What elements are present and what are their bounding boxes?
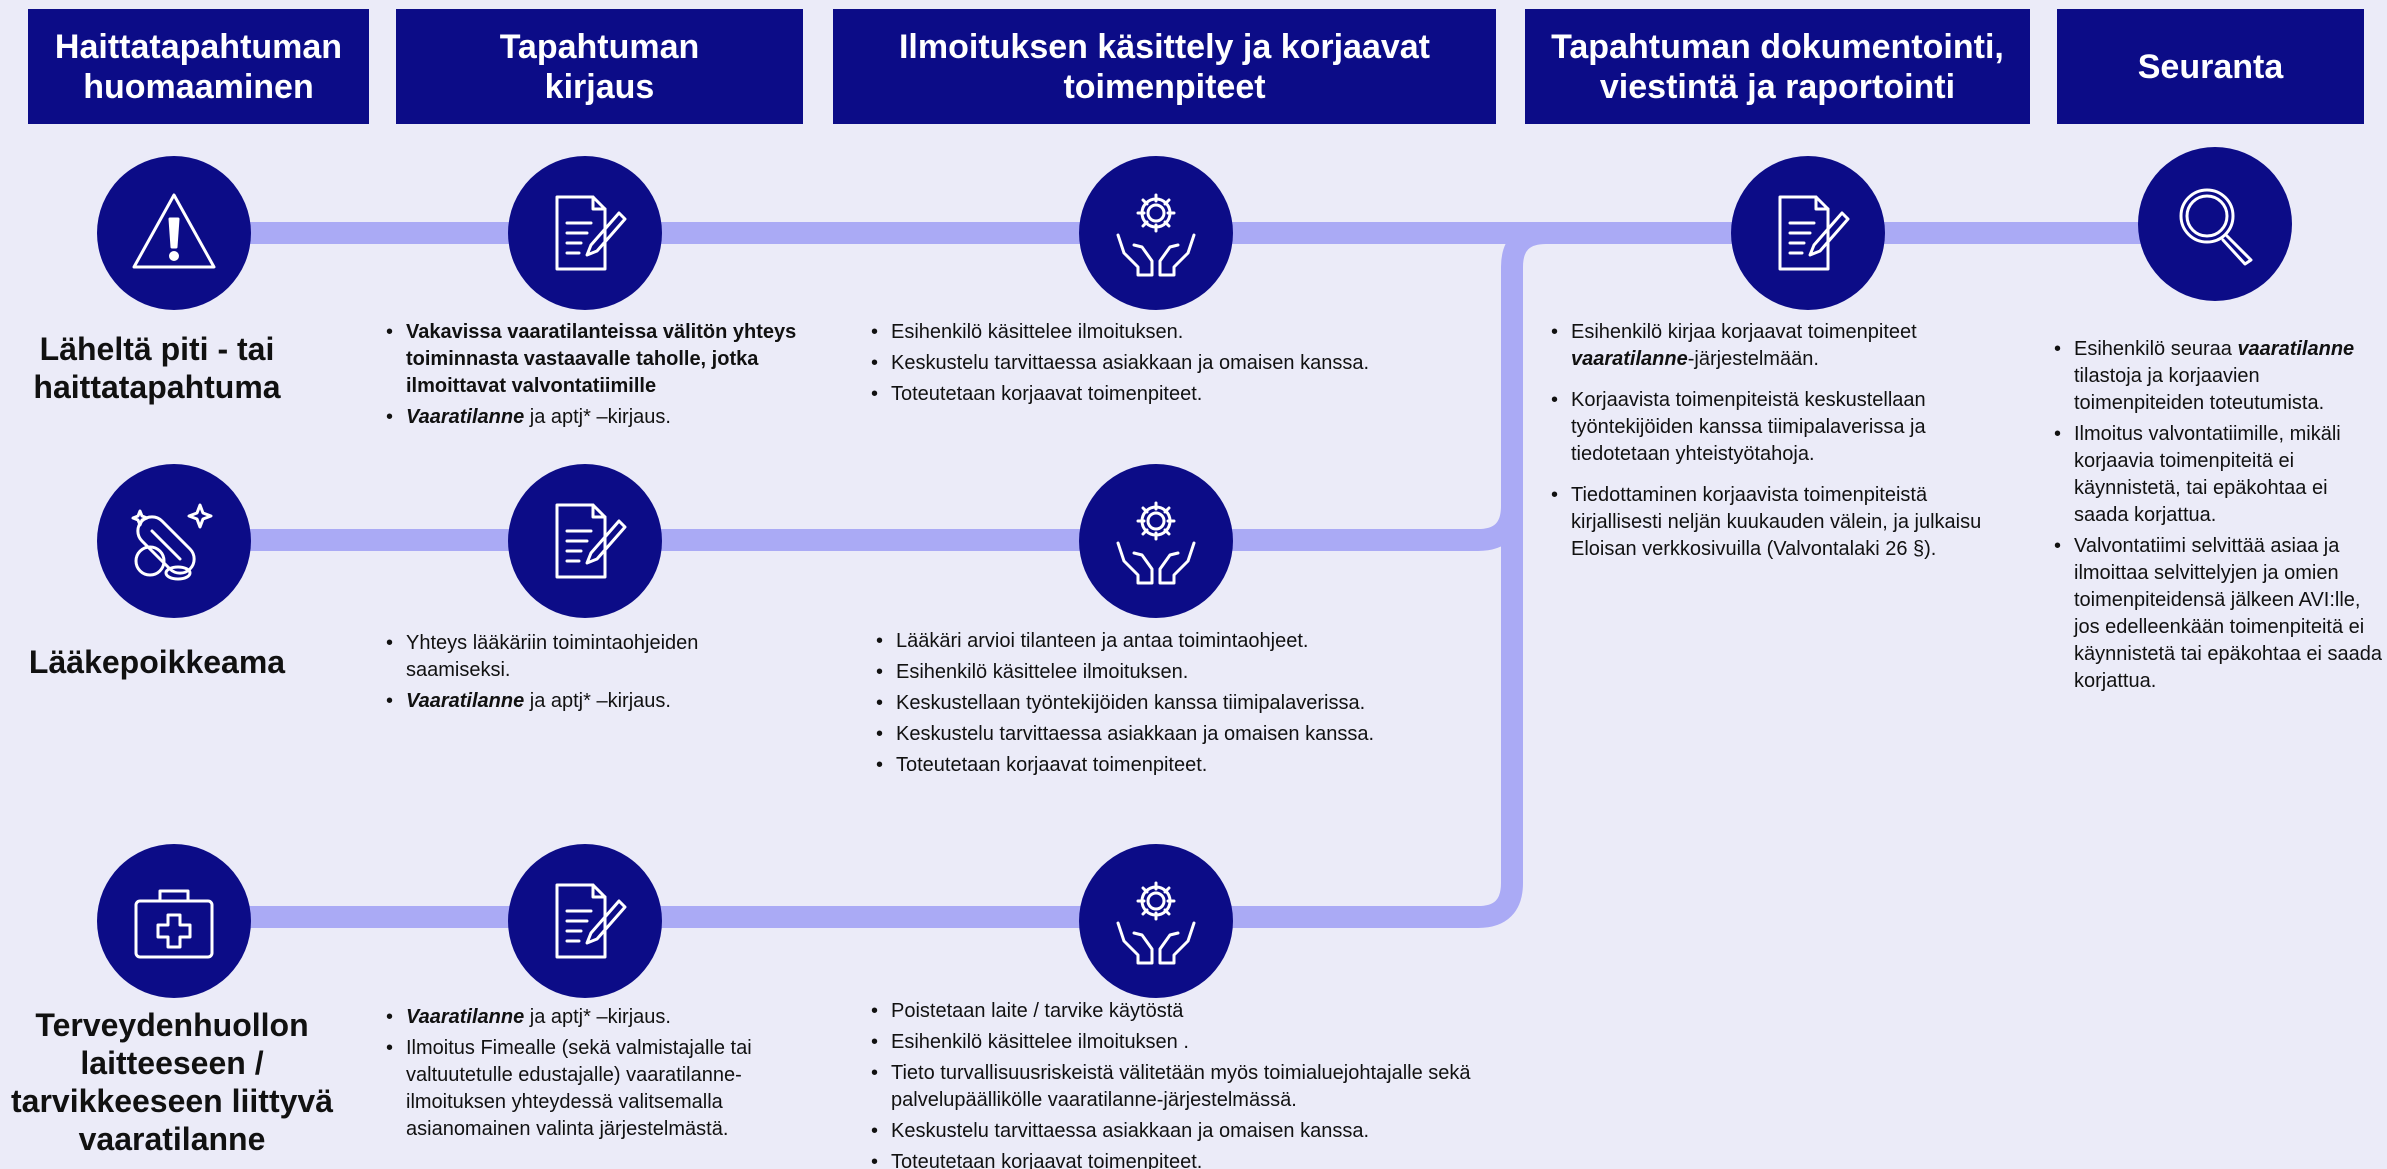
- bullet-item: Esihenkilö kirjaa korjaavat toimenpiteet…: [1549, 319, 1989, 373]
- row-label-medication-deviation: Lääkepoikkeama: [28, 644, 286, 680]
- r3-record-list: Vaaratilanne ja aptj* –kirjaus. Ilmoitus …: [384, 1004, 804, 1147]
- bullet-item: Esihenkilö käsittelee ilmoituksen.: [869, 319, 1429, 346]
- bullet-item: Toteutetaan korjaavat toimenpiteet.: [869, 381, 1429, 408]
- bullet-item: Poistetaan laite / tarvike käytöstä: [869, 998, 1479, 1025]
- bullet-item: Ilmoitus Fimealle (sekä valmistajalle ta…: [384, 1035, 804, 1143]
- header-detection: Haittatapahtuman huomaaminen: [28, 9, 369, 124]
- r1-handling-list: Esihenkilö käsittelee ilmoituksen. Keskus…: [869, 319, 1429, 412]
- bullet-item: Esihenkilö seuraa vaaratilanne tilastoja…: [2052, 336, 2382, 417]
- r1-record-list: Vakavissa vaaratilanteissa välitön yhtey…: [384, 319, 824, 435]
- header-followup: Seuranta: [2057, 9, 2364, 124]
- r3-handling-list: Poistetaan laite / tarvike käytöstäEsihe…: [869, 998, 1479, 1169]
- bullet-item: Keskustelu tarvittaessa asiakkaan ja oma…: [874, 721, 1434, 748]
- document-pen-icon: [508, 844, 662, 998]
- hands-gear-icon: [1079, 844, 1233, 998]
- followup-list: Esihenkilö seuraa vaaratilanne tilastoja…: [2052, 336, 2382, 699]
- bullet-item: Ilmoitus valvontatiimille, mikäli korjaa…: [2052, 421, 2382, 529]
- bullet-item: Tiedottaminen korjaavista toimenpiteistä…: [1549, 482, 1989, 563]
- warning-icon: [97, 156, 251, 310]
- header-documentation: Tapahtuman dokumentointi, viestintä ja r…: [1525, 9, 2030, 124]
- bullet-item: Toteutetaan korjaavat toimenpiteet.: [869, 1149, 1479, 1169]
- bullet-item: Vakavissa vaaratilanteissa välitön yhtey…: [384, 319, 824, 400]
- bullet-item: Esihenkilö käsittelee ilmoituksen.: [874, 659, 1434, 686]
- r2-handling-list: Lääkäri arvioi tilanteen ja antaa toimin…: [874, 628, 1434, 783]
- bullet-item: Tieto turvallisuusriskeistä välitetään m…: [869, 1060, 1479, 1114]
- document-pen-icon: [508, 156, 662, 310]
- bullet-item: Keskustelu tarvittaessa asiakkaan ja oma…: [869, 1118, 1479, 1145]
- row-label-near-miss: Läheltä piti - tai haittatapahtuma: [33, 331, 281, 405]
- bullet-item: Lääkäri arvioi tilanteen ja antaa toimin…: [874, 628, 1434, 655]
- bullet-item: Toteutetaan korjaavat toimenpiteet.: [874, 752, 1434, 779]
- bullet-item: Vaaratilanne ja aptj* –kirjaus.: [384, 1004, 804, 1031]
- bullet-item: Valvontatiimi selvittää asiaa ja ilmoitt…: [2052, 533, 2382, 695]
- bullet-item: Korjaavista toimenpiteistä keskustellaan…: [1549, 387, 1989, 468]
- hands-gear-icon: [1079, 464, 1233, 618]
- magnifier-icon: [2138, 147, 2292, 301]
- bullet-item: Keskustellaan työntekijöiden kanssa tiim…: [874, 690, 1434, 717]
- connector-row-2: [176, 505, 1523, 551]
- document-pen-icon: [1731, 156, 1885, 310]
- connector-vertical: [1501, 222, 1547, 883]
- bullet-item: Keskustelu tarvittaessa asiakkaan ja oma…: [869, 350, 1429, 377]
- documentation-list: Esihenkilö kirjaa korjaavat toimenpiteet…: [1549, 319, 1989, 577]
- medical-kit-icon: [97, 844, 251, 998]
- header-recording: Tapahtuman kirjaus: [396, 9, 803, 124]
- document-pen-icon: [508, 464, 662, 618]
- pills-icon: [97, 464, 251, 618]
- row-label-device-incident: Terveydenhuollon laitteeseen / tarvikkee…: [11, 1007, 333, 1157]
- bullet-item: Vaaratilanne ja aptj* –kirjaus.: [384, 688, 784, 715]
- bullet-item: Vaaratilanne ja aptj* –kirjaus.: [384, 404, 824, 431]
- header-handling: Ilmoituksen käsittely ja korjaavat toime…: [833, 9, 1496, 124]
- bullet-item: Yhteys lääkäriin toimintaohjeiden saamis…: [384, 630, 784, 684]
- connector-row-3: [176, 882, 1523, 928]
- hands-gear-icon: [1079, 156, 1233, 310]
- bullet-item: Esihenkilö käsittelee ilmoituksen .: [869, 1029, 1479, 1056]
- r2-record-list: Yhteys lääkäriin toimintaohjeiden saamis…: [384, 630, 784, 719]
